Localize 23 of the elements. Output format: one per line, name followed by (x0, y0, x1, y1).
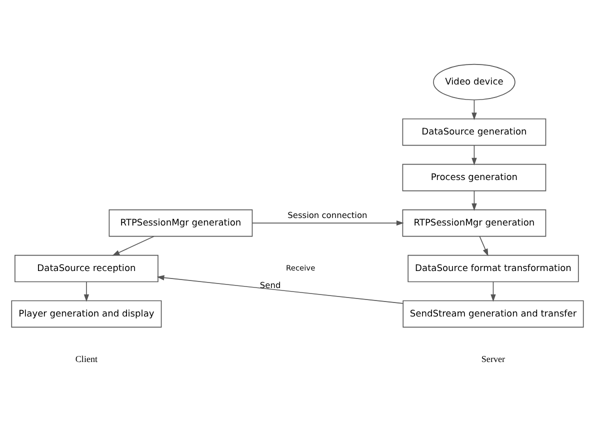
node-box: SendStream generation and transfer (402, 300, 584, 328)
node-box: DataSource reception (14, 254, 158, 282)
node-ellipse: Video device (433, 64, 516, 100)
node-box: Player generation and display (11, 300, 162, 328)
node-box: RTPSessionMgr generation (108, 209, 253, 237)
arrow (84, 281, 90, 302)
node-box: Process generation (402, 164, 546, 192)
node-box: DataSource generation (402, 118, 546, 146)
arrow (472, 190, 477, 211)
arrow (112, 236, 154, 256)
label: Client (75, 354, 98, 364)
arrow (479, 236, 488, 256)
node-box: DataSource format transformation (408, 254, 579, 282)
arrow (472, 144, 477, 166)
arrow (472, 100, 477, 120)
label: Receive (286, 263, 316, 272)
edge-label: Session connection (288, 210, 368, 220)
arrow (156, 275, 404, 304)
label: Server (481, 354, 506, 364)
edge-label: Send (260, 280, 281, 290)
arrow (252, 220, 404, 226)
arrow (490, 281, 496, 302)
node-box: RTPSessionMgr generation (402, 209, 546, 237)
